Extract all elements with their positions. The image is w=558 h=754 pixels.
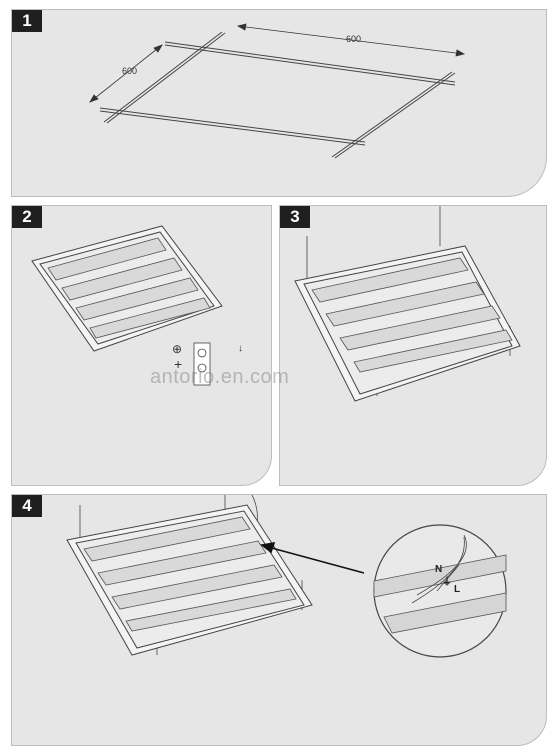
suspended-fixture-drawing <box>294 206 521 402</box>
live-wire-label: L <box>454 584 460 595</box>
crosshair-icon: ⊕ <box>172 342 183 356</box>
wiring-fixture-drawing: N L ⏚ <box>66 495 507 658</box>
arrow-down-icon: ↓ <box>238 343 243 354</box>
plus-icon: + <box>174 356 183 372</box>
step-1-panel: 1 600 600 <box>11 9 547 197</box>
dimension-width-label: 600 <box>346 34 361 44</box>
step-4-panel: 4 <box>11 494 547 746</box>
ceiling-grid-drawing: 600 600 <box>89 23 466 159</box>
step-4-badge: 4 <box>12 495 42 517</box>
step-1-badge: 1 <box>12 10 42 32</box>
panel-fixture-drawing <box>31 225 223 386</box>
step-3-badge: 3 <box>280 206 310 228</box>
step-3-panel: 3 <box>279 205 547 486</box>
step-2-panel: 2 ⊕ + ↓ <box>11 205 272 486</box>
step-2-badge: 2 <box>12 206 42 228</box>
dimension-depth-label: 600 <box>122 66 137 76</box>
neutral-wire-label: N <box>435 564 442 575</box>
ground-icon: ⏚ <box>442 576 452 588</box>
